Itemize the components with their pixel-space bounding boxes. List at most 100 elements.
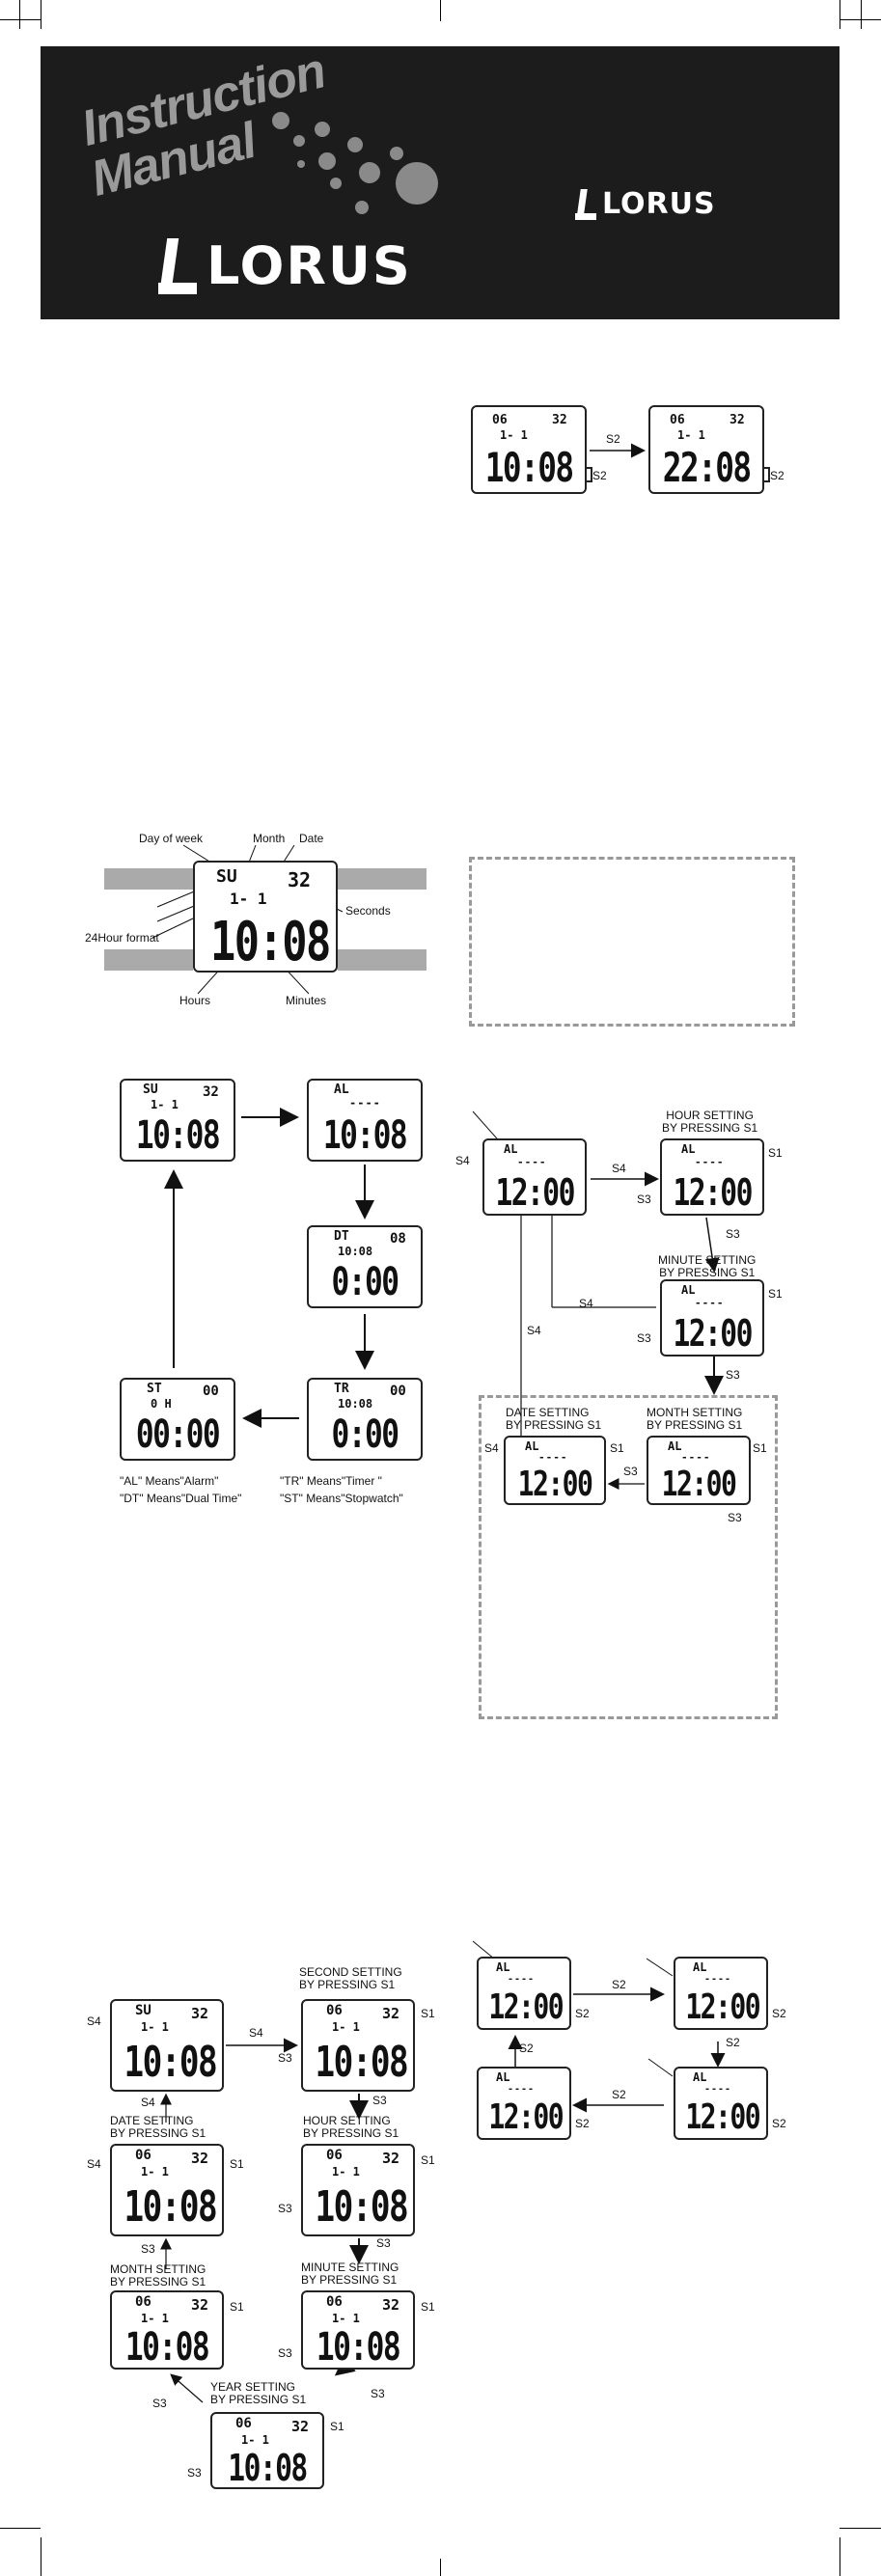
s1-label: S1 bbox=[421, 2153, 435, 2167]
label-minutes: Minutes bbox=[286, 994, 327, 1007]
alarm-dashes: ---- bbox=[681, 1451, 711, 1464]
watch-time-month: 06 32 1- 1 10:08 bbox=[110, 2290, 224, 2370]
alarm-dashes: ---- bbox=[349, 1096, 381, 1110]
top-left-digits: 06 bbox=[492, 413, 508, 427]
lorus-mark-icon bbox=[575, 188, 596, 220]
seconds: 32 bbox=[191, 2150, 209, 2167]
decor-bubble bbox=[293, 135, 305, 147]
crop-mark bbox=[840, 2528, 881, 2529]
seconds: 32 bbox=[291, 2418, 310, 2435]
seconds: 00 bbox=[390, 1384, 406, 1399]
seconds: 08 bbox=[390, 1231, 406, 1247]
main-time: 12:00 bbox=[517, 1465, 593, 1504]
s3-label: S3 bbox=[278, 2346, 292, 2360]
month-date: 1- 1 bbox=[141, 2165, 169, 2179]
s1-label: S1 bbox=[330, 2420, 344, 2433]
note-box-empty bbox=[469, 857, 795, 1027]
label-seconds: Seconds bbox=[345, 904, 391, 918]
s2-arrow-label: S2 bbox=[726, 2036, 740, 2049]
strap-right-top bbox=[338, 868, 427, 890]
day-of-week: SU bbox=[143, 1082, 158, 1097]
s4-label: S4 bbox=[484, 1441, 499, 1455]
crop-mark bbox=[840, 19, 881, 20]
s3-label: S3 bbox=[278, 2051, 292, 2065]
main-time: 12:00 bbox=[673, 1312, 753, 1355]
s2-label: S2 bbox=[575, 2117, 590, 2130]
s3-label: S3 bbox=[637, 1331, 651, 1345]
seconds: 32 bbox=[382, 2005, 400, 2022]
main-time: 12:00 bbox=[495, 1171, 575, 1214]
s2-button[interactable] bbox=[585, 467, 592, 482]
seconds: 32 bbox=[191, 2005, 209, 2022]
s1-label: S1 bbox=[230, 2300, 244, 2314]
s2-arrow-label: S2 bbox=[612, 1978, 626, 1991]
s1-label: S1 bbox=[768, 1287, 783, 1301]
decor-bubble bbox=[347, 137, 363, 152]
lorus-mark-icon bbox=[158, 237, 197, 294]
s4-arrow-label: S4 bbox=[249, 2026, 263, 2040]
label-24hour: 24Hour format bbox=[85, 931, 159, 945]
mode-code: AL bbox=[681, 1142, 696, 1156]
crop-mark bbox=[861, 0, 862, 29]
main-time: 12:00 bbox=[685, 2097, 760, 2137]
watch-time-normal: SU 32 1- 1 10:08 bbox=[110, 1999, 224, 2092]
s3-arrow-label: S3 bbox=[372, 2094, 387, 2107]
watch-mode-stopwatch: ST 00 0 H 00:00 bbox=[120, 1378, 235, 1461]
crop-mark bbox=[0, 2528, 41, 2529]
watch-alarm-cycle-1: AL ---- 12:00 bbox=[477, 1957, 571, 2030]
main-time: 10:08 bbox=[124, 2182, 218, 2232]
decor-bubble bbox=[390, 147, 403, 160]
s3-arrow-label: S3 bbox=[371, 2387, 385, 2400]
mode-code: AL bbox=[334, 1082, 349, 1097]
s2-label: S2 bbox=[772, 2007, 786, 2020]
main-time: 12:00 bbox=[661, 1465, 737, 1504]
main-time: 10:08 bbox=[210, 911, 331, 973]
s2-button-label: S2 bbox=[770, 469, 785, 482]
label-day-of-week: Day of week bbox=[139, 832, 204, 845]
s3-label: S3 bbox=[637, 1192, 651, 1206]
brand-logo-small: LORUS bbox=[575, 187, 716, 221]
main-time: 10:08 bbox=[124, 2038, 218, 2087]
seconds: 32 bbox=[288, 868, 312, 891]
decor-bubble bbox=[297, 160, 305, 168]
s4-label: S4 bbox=[87, 2014, 101, 2028]
watch-time-hour: 06 32 1- 1 10:08 bbox=[301, 2144, 415, 2236]
brand-name-small: LORUS bbox=[602, 187, 716, 221]
s2-label: S2 bbox=[575, 2007, 590, 2020]
main-time: 0:00 bbox=[331, 1260, 399, 1304]
month-date: 1- 1 bbox=[141, 2312, 169, 2325]
dashed-frame-date-month bbox=[479, 1395, 778, 1719]
s3-arrow-label: S3 bbox=[726, 1227, 740, 1241]
alarm-dashes: ---- bbox=[704, 2084, 732, 2095]
month-date: 1- 1 bbox=[332, 2020, 360, 2034]
day-of-week: SU bbox=[135, 2003, 151, 2018]
month-date: 1- 1 bbox=[500, 428, 528, 442]
s3-label: S3 bbox=[728, 1511, 742, 1524]
watch-alarm-cycle-4: AL ---- 12:00 bbox=[477, 2067, 571, 2140]
watch-24h: 06 32 1- 1 22:08 bbox=[648, 405, 770, 494]
alarm-dashes: ---- bbox=[695, 1156, 725, 1168]
year-digits: 06 bbox=[135, 2148, 151, 2163]
s3-arrow-label: S3 bbox=[141, 2242, 155, 2256]
decor-bubble bbox=[396, 162, 438, 205]
s3-arrow-label: S3 bbox=[376, 2236, 391, 2250]
crop-mark bbox=[0, 19, 41, 20]
main-time: 10:08 bbox=[315, 2038, 409, 2087]
legend-timer: "TR" Means"Timer " bbox=[280, 1474, 382, 1488]
main-time: 10:08 bbox=[315, 2182, 409, 2232]
seconds: 32 bbox=[382, 2296, 400, 2314]
strap-right-bottom bbox=[338, 949, 427, 971]
main-time: 12:00 bbox=[673, 1171, 753, 1214]
s1-label: S1 bbox=[230, 2157, 244, 2171]
s2-button[interactable] bbox=[762, 467, 770, 482]
mode-code: AL bbox=[693, 1960, 707, 1974]
watch-alarm-minute: AL ---- 12:00 bbox=[660, 1279, 764, 1357]
year-digits: 06 bbox=[235, 2416, 252, 2431]
